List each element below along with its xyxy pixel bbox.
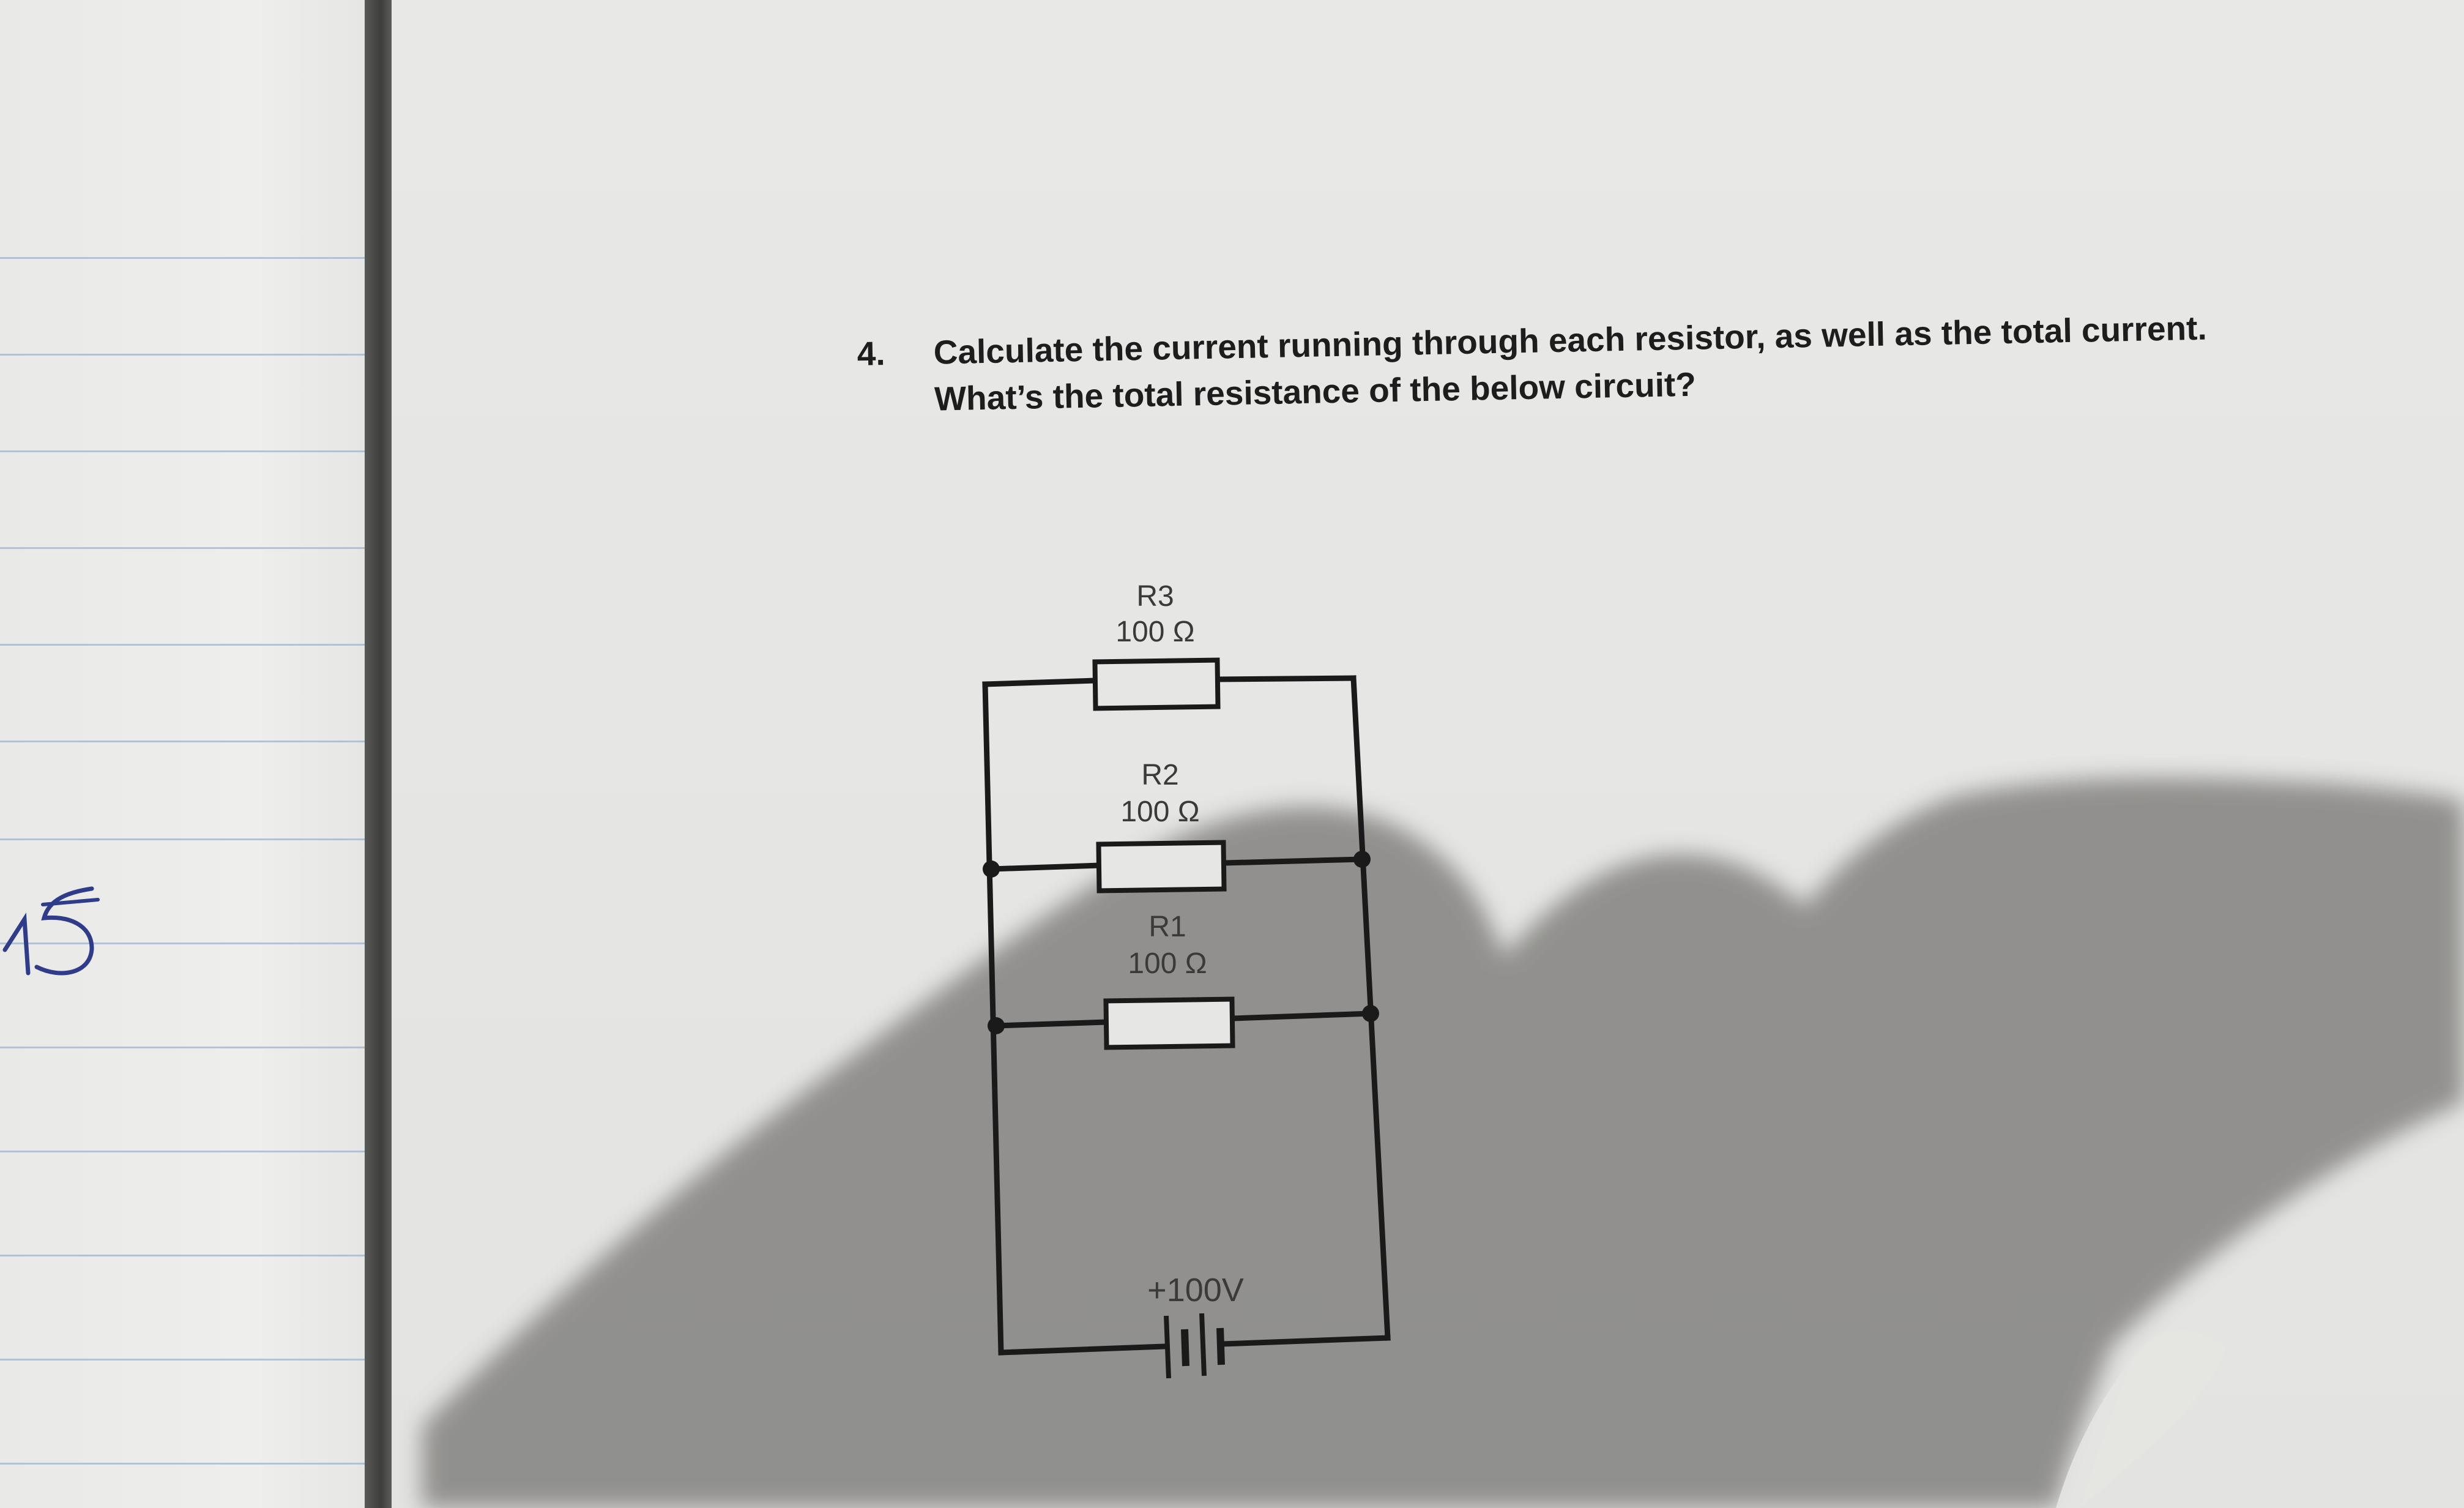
junction-r1-left <box>988 1017 1005 1034</box>
r3-name-label: R3 <box>1136 580 1174 613</box>
wire-r1-right <box>1230 1010 1374 1021</box>
r3-value-label: 100 Ω <box>1115 616 1194 648</box>
junction-r2-right <box>1353 851 1371 868</box>
resistor-r1 <box>1103 996 1235 1050</box>
wire-top-left <box>982 677 1098 687</box>
wire-top-right <box>1216 675 1357 682</box>
wire-bottom-right <box>1219 1335 1391 1347</box>
battery-symbol <box>1164 1313 1225 1379</box>
wire-r1-left <box>993 1019 1109 1029</box>
r1-name-label: R1 <box>1148 911 1186 943</box>
r2-name-label: R2 <box>1141 759 1178 791</box>
junction-r2-left <box>983 860 1000 878</box>
notebook-binding <box>365 0 396 1508</box>
source-voltage-label: +100V <box>1147 1272 1244 1308</box>
wire-bottom-left <box>998 1343 1167 1356</box>
junction-r1-right <box>1362 1005 1379 1022</box>
resistor-r2 <box>1096 840 1227 894</box>
r2-value-label: 100 Ω <box>1120 796 1199 828</box>
wire-r2-left <box>988 862 1102 872</box>
resistor-r3 <box>1092 657 1221 711</box>
notebook-page <box>0 0 422 1508</box>
r1-value-label: 100 Ω <box>1128 947 1207 980</box>
wire-r2-right <box>1222 856 1365 866</box>
